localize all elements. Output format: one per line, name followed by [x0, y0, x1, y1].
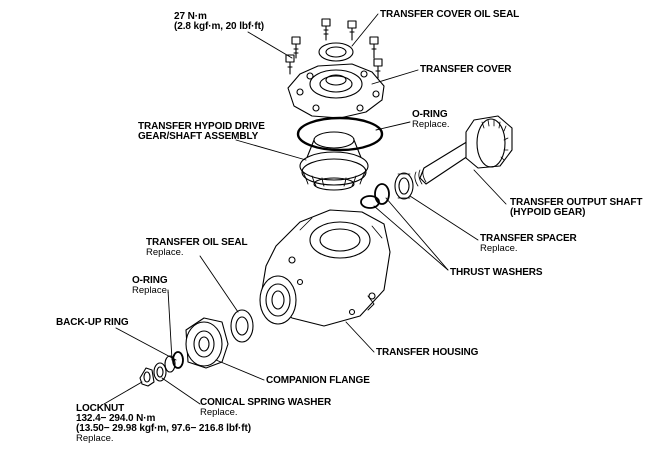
label-transfer-cover-oil-seal: TRANSFER COVER OIL SEAL [380, 9, 520, 20]
label-thrust-washers: THRUST WASHERS [450, 267, 543, 278]
label-transfer-cover: TRANSFER COVER [420, 64, 512, 75]
companion-flange-shape [185, 317, 229, 369]
label-o-ring-left: O-RING Replace. [132, 275, 170, 296]
label-hypoid-drive-gear: TRANSFER HYPOID DRIVE GEAR/SHAFT ASSEMBL… [138, 121, 265, 142]
locknut-torque-conversion: (13.50− 29.98 kgf·m, 97.6− 216.8 lbf·ft) [76, 423, 251, 434]
label-transfer-housing: TRANSFER HOUSING [376, 347, 479, 358]
label-locknut: LOCKNUT 132.4− 294.0 N·m (13.50− 29.98 k… [76, 403, 251, 444]
output-shaft-shape [414, 115, 513, 187]
small-rings [139, 351, 184, 387]
torque-spec-cover-bolts: 27 N·m (2.8 kgf·m, 20 lbf·ft) [174, 12, 264, 32]
label-transfer-oil-seal: TRANSFER OIL SEAL Replace. [146, 237, 248, 258]
label-conical-spring-washer: CONICAL SPRING WASHER Replace. [200, 397, 332, 418]
cover-bolts [285, 18, 383, 79]
label-transfer-spacer: TRANSFER SPACER Replace. [480, 233, 577, 254]
transfer-oil-seal-shape [230, 309, 254, 343]
hypoid-drive-gear [299, 131, 369, 191]
spacer-washers [360, 172, 414, 209]
label-companion-flange: COMPANION FLANGE [266, 375, 370, 386]
transfer-cover-shape [287, 63, 385, 119]
leader-lines [103, 13, 507, 405]
label-back-up-ring: BACK-UP RING [56, 317, 129, 328]
label-o-ring-top: O-RING Replace. [412, 109, 450, 130]
torque-value: 27 N·m [174, 11, 207, 22]
cover-oil-seal [318, 42, 354, 62]
label-transfer-output-shaft: TRANSFER OUTPUT SHAFT (HYPOID GEAR) [510, 197, 643, 218]
transfer-housing-shape [259, 209, 391, 327]
torque-conversion: (2.8 kgf·m, 20 lbf·ft) [174, 21, 265, 32]
locknut-torque-value: 132.4− 294.0 N·m [76, 413, 156, 424]
top-o-ring [296, 116, 384, 152]
